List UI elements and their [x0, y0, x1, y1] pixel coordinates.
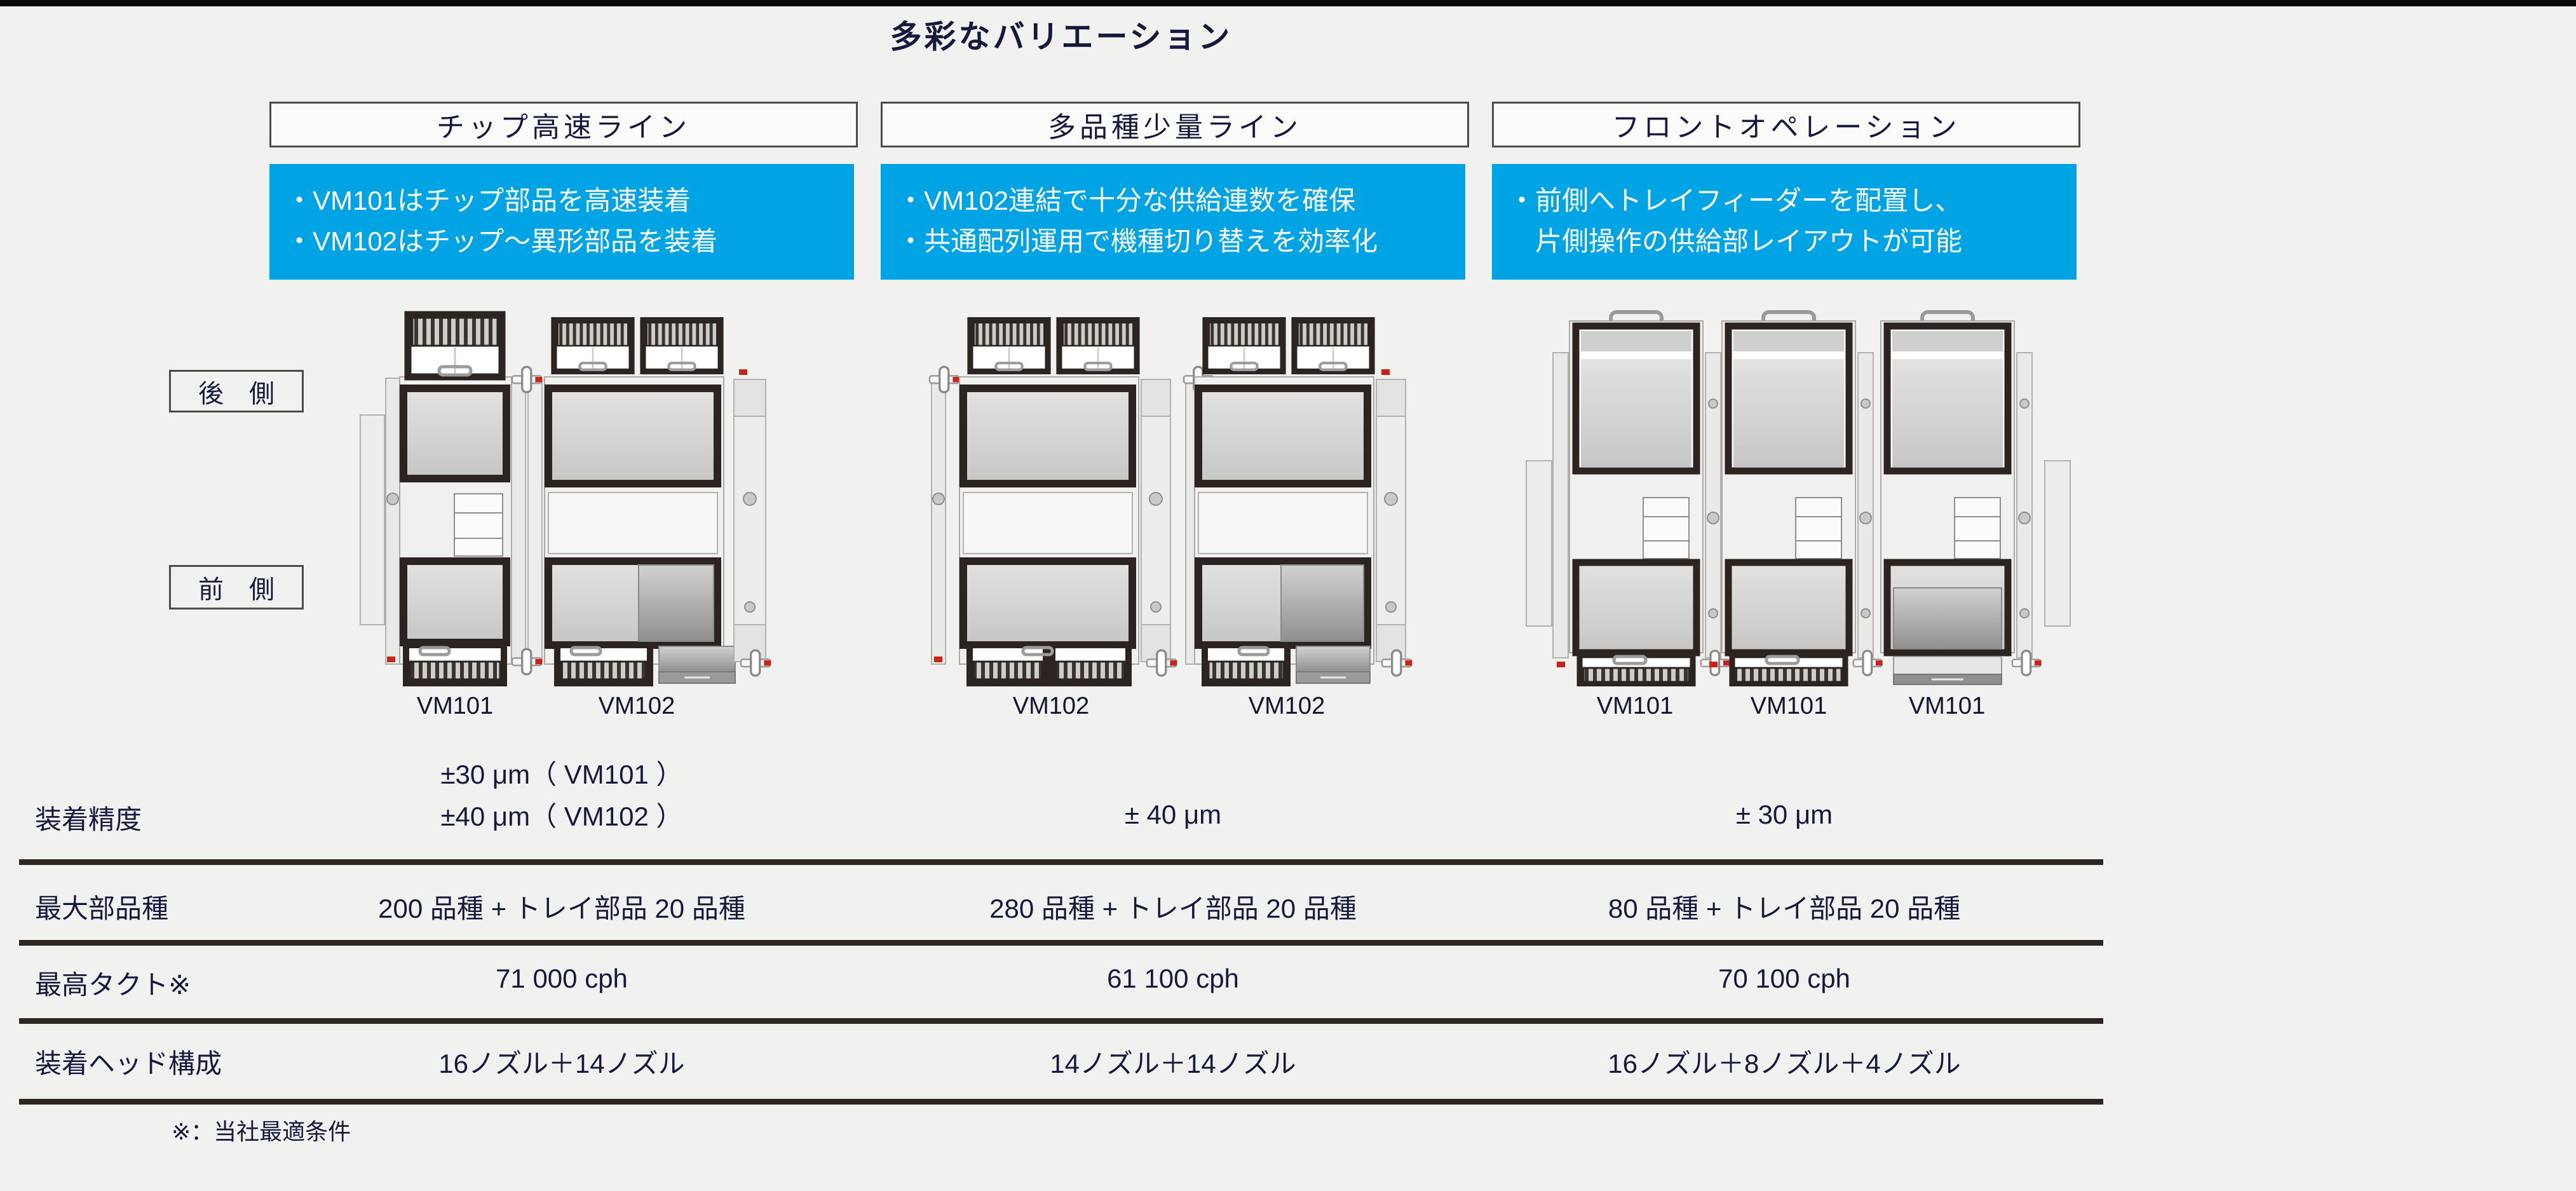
page-title: 多彩なバリエーション [890, 19, 1233, 55]
column-header-label: 多品種少量ライン [1048, 112, 1302, 143]
machine-label: VM102 [598, 693, 675, 719]
feature-bullet: ・VM102連結で十分な供給連数を確保 [897, 186, 1356, 215]
column-header-front-operation: フロントオペレーション [1492, 102, 2080, 147]
accuracy-line: ±40 μm（ VM102 ） [440, 801, 683, 831]
feature-bullet: 片側操作の供給部レイアウトが可能 [1508, 226, 1963, 256]
spec-cell-max-parts-col2: 280 品種 + トレイ部品 20 品種 [989, 894, 1357, 923]
feature-bullet: ・VM102はチップ～異形部品を装着 [286, 226, 718, 256]
column-header-chip-speed-line: チップ高速ライン [269, 102, 858, 147]
spec-row-label-accuracy: 装着精度 [35, 805, 142, 834]
spec-cell-max-parts-col3: 80 品種 + トレイ部品 20 品種 [1608, 894, 1961, 923]
feature-bullet: ・共通配列運用で機種切り替えを効率化 [897, 226, 1378, 256]
feature-bullet: ・VM101はチップ部品を高速装着 [286, 186, 691, 215]
table-divider-1 [19, 859, 2103, 865]
column-header-multi-product-line: 多品種少量ライン [881, 102, 1469, 147]
feature-box-front-operation: ・前側へトレイフィーダーを配置し、 片側操作の供給部レイアウトが可能 [1492, 164, 2077, 280]
top-border-bar [0, 0, 2576, 6]
rear-side-label: 後 側 [198, 379, 275, 408]
spec-cell-head-config-col2: 14ノズル＋14ノズル [1050, 1049, 1296, 1079]
feature-box-chip-speed-line: ・VM101はチップ部品を高速装着 ・VM102はチップ～異形部品を装着 [269, 164, 854, 280]
front-side-label: 前 側 [198, 576, 275, 604]
machine-illustration-multi-product-line [928, 308, 1413, 686]
machine-label: VM101 [1908, 693, 1986, 719]
feature-bullet: ・前側へトレイフィーダーを配置し、 [1508, 186, 1962, 215]
spec-cell-max-parts-col1: 200 品種 + トレイ部品 20 品種 [378, 894, 745, 923]
spec-cell-head-config-col3: 16ノズル＋8ノズル＋4ノズル [1608, 1049, 1961, 1079]
feature-box-multi-product-line: ・VM102連結で十分な供給連数を確保 ・共通配列運用で機種切り替えを効率化 [881, 164, 1465, 280]
machine-illustration-front-operation [1526, 310, 2071, 686]
machine-label: VM101 [416, 693, 494, 719]
front-side-label-box: 前 側 [169, 565, 304, 609]
spec-row-label-head-config: 装着ヘッド構成 [35, 1049, 222, 1079]
table-divider-3 [19, 1018, 2103, 1024]
accuracy-lines: ±30 μm（ VM101 ） ±40 μm（ VM102 ） [440, 754, 682, 838]
column-header-label: チップ高速ライン [437, 112, 691, 143]
rear-side-label-box: 後 側 [169, 370, 304, 412]
spec-cell-max-tact-col3: 70 100 cph [1718, 963, 1850, 993]
spec-cell-max-tact-col1: 71 000 cph [496, 963, 628, 993]
machine-label: VM101 [1750, 693, 1827, 719]
footnote: ※：当社最適条件 [172, 1119, 351, 1145]
spec-row-label-max-parts: 最大部品種 [35, 894, 169, 923]
machine-illustration-chip-speed-line [360, 308, 772, 686]
column-header-label: フロントオペレーション [1611, 112, 1961, 143]
spec-cell-accuracy-col1: ±30 μm（ VM101 ） ±40 μm（ VM102 ） [269, 754, 854, 838]
accuracy-line: ±30 μm（ VM101 ） [440, 759, 683, 789]
spec-cell-accuracy-col3: ± 30 μm [1735, 800, 1833, 829]
spec-cell-accuracy-col2: ± 40 μm [1124, 800, 1222, 829]
machine-label: VM101 [1596, 693, 1674, 719]
spec-cell-head-config-col1: 16ノズル＋14ノズル [438, 1049, 685, 1079]
table-divider-4 [19, 1099, 2103, 1105]
spec-row-label-max-tact: 最高タクト※ [35, 970, 191, 1000]
machine-label: VM102 [1248, 693, 1325, 719]
machine-label: VM102 [1012, 693, 1090, 719]
table-divider-2 [19, 940, 2103, 946]
spec-cell-max-tact-col2: 61 100 cph [1107, 963, 1239, 993]
